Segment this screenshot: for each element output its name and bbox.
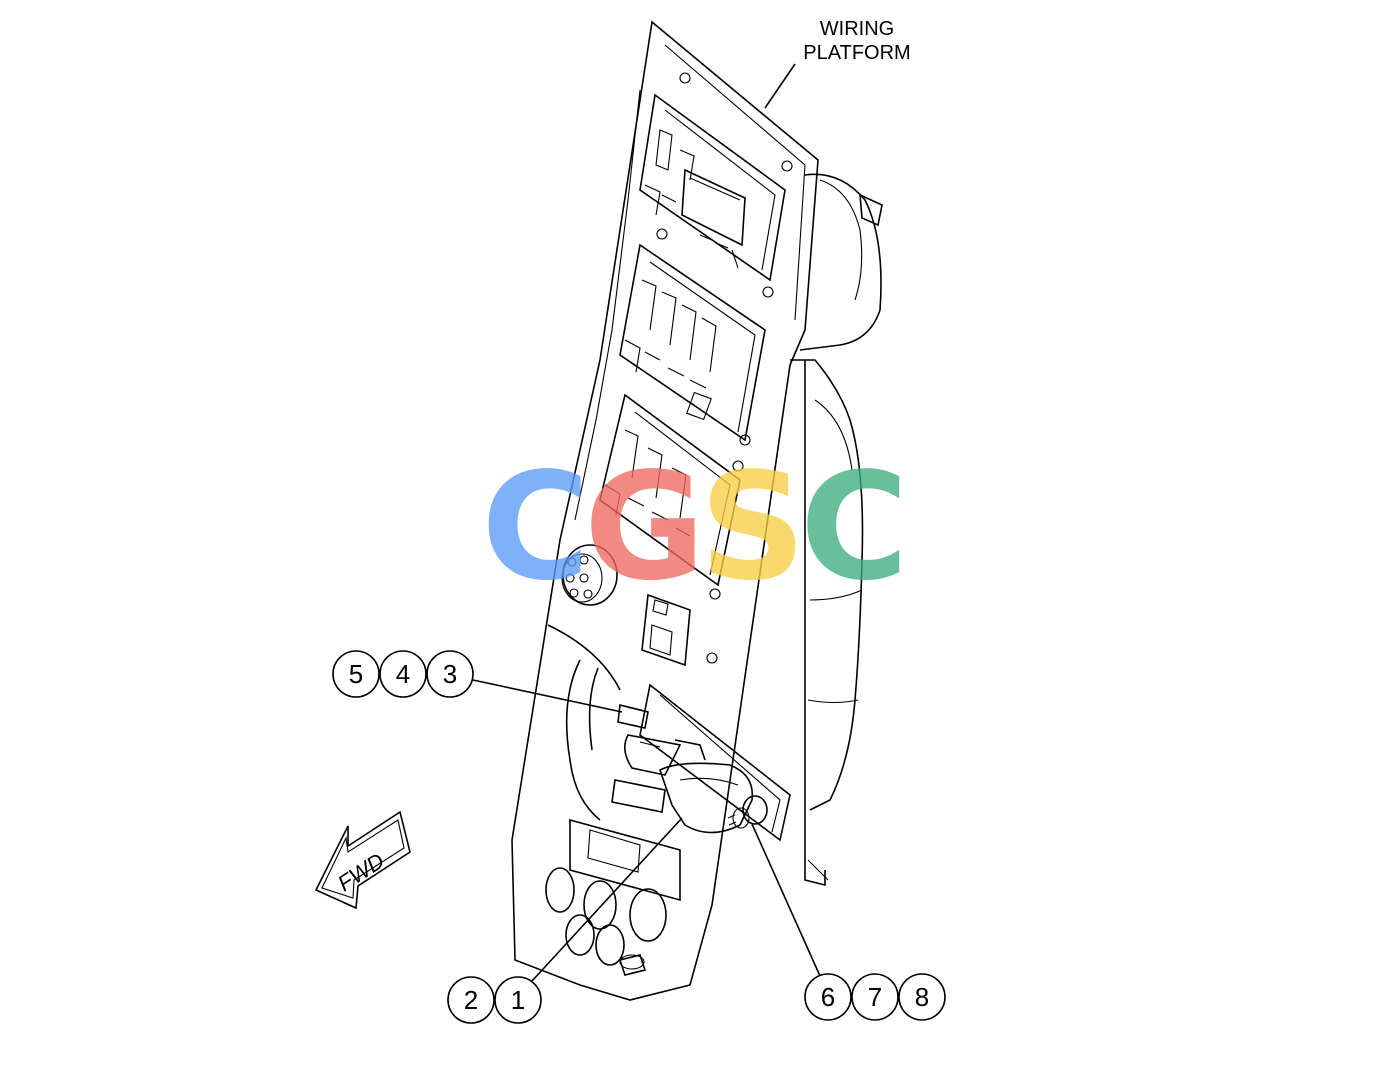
callout-circle (332, 650, 380, 698)
leader-line (472, 679, 623, 713)
watermark-text: CGSC (481, 441, 902, 613)
callout-number: 1 (511, 985, 525, 1015)
callout-group-lower-left: 2 1 (447, 817, 683, 1024)
watermark-letter: C (481, 441, 584, 613)
screw-icon (679, 72, 691, 84)
relay-block-3 (599, 393, 741, 587)
leader-line (531, 817, 683, 982)
callout-group-lower-right: 6 7 8 (751, 823, 946, 1021)
callout-circle (447, 976, 495, 1024)
callout-circle (804, 973, 852, 1021)
callout-number: 8 (915, 982, 929, 1012)
callout-number: 4 (396, 659, 410, 689)
callout-number: 6 (821, 982, 835, 1012)
callout-circle (426, 650, 474, 698)
screw-icon (762, 286, 774, 298)
fwd-label: FWD (333, 848, 389, 896)
toggle-switch (641, 593, 691, 667)
cgsc-watermark: CGSC (481, 441, 908, 613)
screw-icon (732, 460, 744, 472)
watermark-letter: G (584, 441, 699, 613)
switch-cover-plate (617, 683, 791, 842)
leader-line (751, 823, 821, 977)
watermark-letter: S (699, 441, 800, 613)
arm-assembly (790, 173, 883, 887)
callout-circle (379, 650, 427, 698)
callout-circle (494, 976, 542, 1024)
screw-icon (781, 160, 793, 172)
callout-number: 5 (349, 659, 363, 689)
watermark-letter: C (800, 441, 903, 613)
wiring-platform-plate (511, 20, 819, 1001)
wiring-label-line2: PLATFORM (803, 42, 910, 64)
callout-circle (898, 973, 946, 1021)
callout-group-upper-left: 5 4 3 (332, 650, 623, 713)
wiring-label-line1: WIRING (820, 18, 894, 40)
relay-block-1 (639, 93, 786, 282)
lower-bracket (545, 624, 681, 976)
screw-icon (656, 228, 668, 240)
callout-number: 3 (443, 659, 457, 689)
screw-icon (706, 652, 718, 664)
fwd-arrow-icon: FWD (314, 810, 411, 910)
callout-circle (851, 973, 899, 1021)
leader-line (764, 63, 796, 109)
screw-icon (709, 588, 721, 600)
wiring-platform-label: WIRING PLATFORM (764, 18, 911, 109)
screw-icon (739, 434, 751, 446)
callout-number: 2 (464, 985, 478, 1015)
callout-number: 7 (868, 982, 882, 1012)
round-connector (561, 544, 618, 606)
relay-block-2 (619, 243, 766, 442)
